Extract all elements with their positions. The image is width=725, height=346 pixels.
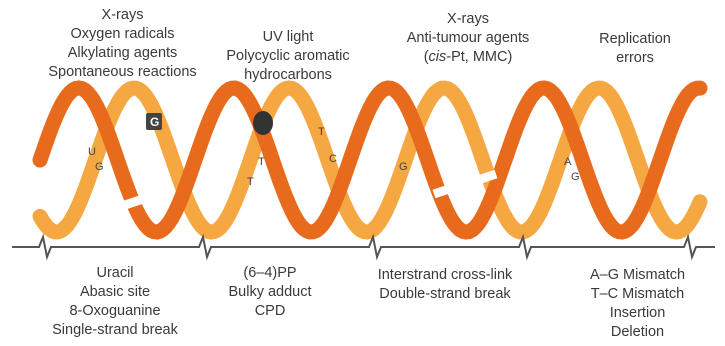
agent-text: Anti-tumour agents: [378, 29, 558, 48]
base-c: C: [329, 153, 337, 165]
agent-text: Polycyclic aromatic: [208, 47, 368, 66]
lesion-text: Abasic site: [15, 283, 215, 302]
base-t3: T: [318, 126, 325, 138]
lesion-text: Insertion: [565, 304, 710, 323]
dna-axis-line: [12, 237, 715, 257]
base-g: G: [95, 161, 104, 173]
agent-text: (cis-Pt, MMC): [378, 48, 558, 67]
agent-text: Replication: [580, 30, 690, 49]
lesion-text: Bulky adduct: [210, 283, 330, 302]
agent-text: errors: [580, 49, 690, 68]
bulky-adduct-marker: [253, 111, 273, 135]
oxoguanine-letter: G: [150, 115, 159, 129]
lesions-group-1: Uracil Abasic site 8-Oxoguanine Single-s…: [15, 264, 215, 340]
agent-text: UV light: [208, 28, 368, 47]
lesion-text: T–C Mismatch: [565, 285, 710, 304]
agent-text: X-rays: [10, 6, 235, 25]
axis-path: [12, 237, 715, 257]
agent-text: X-rays: [378, 10, 558, 29]
agent-text: Oxygen radicals: [10, 25, 235, 44]
lesion-text: Interstrand cross-link: [355, 266, 535, 285]
base-a: A: [564, 156, 572, 168]
lesion-text: Uracil: [15, 264, 215, 283]
agents-group-2: UV light Polycyclic aromatic hydrocarbon…: [208, 28, 368, 85]
agents-group-1: X-rays Oxygen radicals Alkylating agents…: [10, 6, 235, 82]
lesion-text: A–G Mismatch: [565, 266, 710, 285]
agent-text: hydrocarbons: [208, 66, 368, 85]
agent-text: Alkylating agents: [10, 44, 235, 63]
agents-group-3: X-rays Anti-tumour agents (cis-Pt, MMC): [378, 10, 558, 67]
front-strand: [40, 88, 700, 232]
lesion-text: (6–4)PP: [210, 264, 330, 283]
lesion-text: Single-strand break: [15, 321, 215, 340]
helix-front-strands: [40, 88, 700, 232]
lesion-text: 8-Oxoguanine: [15, 302, 215, 321]
base-g4: G: [571, 171, 580, 183]
base-g2: G: [399, 161, 408, 173]
lesions-group-2: (6–4)PP Bulky adduct CPD: [210, 264, 330, 321]
lesion-text: Deletion: [565, 323, 710, 342]
lesions-group-4: A–G Mismatch T–C Mismatch Insertion Dele…: [565, 266, 710, 342]
base-t2: T: [247, 176, 254, 188]
oxoguanine-marker: G: [146, 113, 162, 130]
lesion-text: Double-strand break: [355, 285, 535, 304]
base-u: U: [88, 146, 96, 158]
lesions-group-3: Interstrand cross-link Double-strand bre…: [355, 266, 535, 304]
agents-group-4: Replication errors: [580, 30, 690, 68]
agent-text: Spontaneous reactions: [10, 63, 235, 82]
lesion-text: CPD: [210, 302, 330, 321]
